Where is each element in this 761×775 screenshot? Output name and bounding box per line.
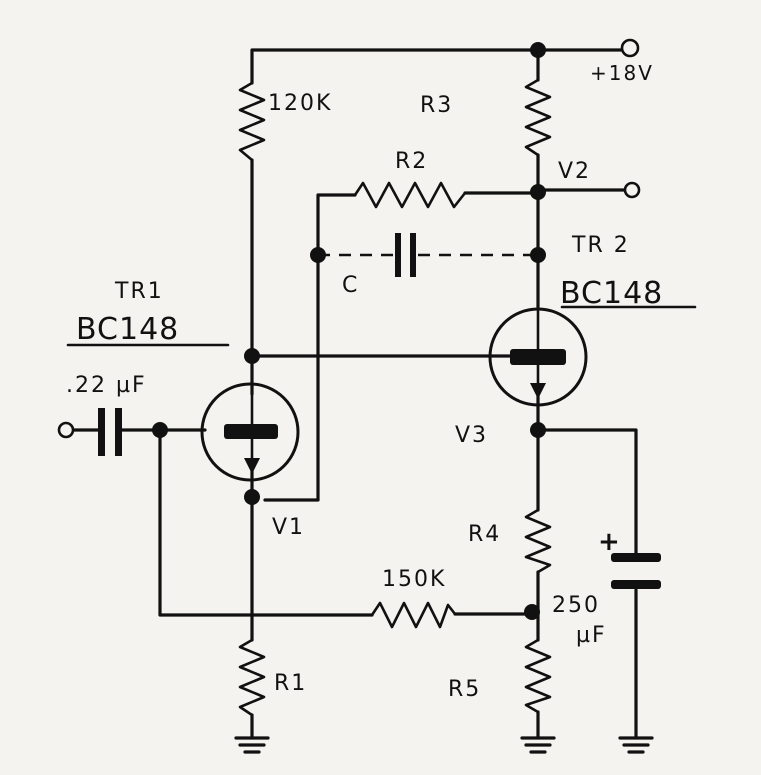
label-tr1: TR1 bbox=[114, 279, 164, 304]
transistor-tr1 bbox=[200, 382, 300, 482]
label-r1: R1 bbox=[274, 671, 307, 696]
label-tr2-type: BC148 bbox=[560, 276, 663, 311]
resistor-r4 bbox=[524, 508, 552, 574]
capacitor-250uf bbox=[611, 553, 661, 589]
resistor-r1 bbox=[238, 638, 266, 717]
label-cap-plus: + bbox=[598, 527, 622, 557]
ground-r5 bbox=[520, 736, 556, 754]
label-250: 250 bbox=[552, 593, 600, 618]
capacitor-c bbox=[395, 233, 416, 277]
label-v1: V1 bbox=[272, 515, 305, 540]
label-c: C bbox=[342, 273, 359, 298]
resistor-r3 bbox=[524, 78, 552, 157]
label-150k: 150K bbox=[382, 567, 446, 592]
label-supply: +18V bbox=[590, 61, 654, 85]
input-terminal bbox=[57, 421, 75, 439]
label-input-cap: .22 µF bbox=[66, 373, 147, 398]
v2-output-terminal bbox=[623, 181, 641, 199]
label-r3: R3 bbox=[420, 93, 453, 118]
label-tr1-type: BC148 bbox=[76, 312, 179, 347]
label-120k: 120K bbox=[268, 91, 332, 116]
supply-terminal bbox=[620, 38, 640, 58]
label-tr2: TR 2 bbox=[571, 233, 630, 258]
label-r2: R2 bbox=[395, 149, 428, 174]
ground-r1 bbox=[234, 736, 270, 754]
resistor-120k bbox=[238, 81, 266, 162]
resistor-150k bbox=[370, 601, 457, 629]
ground-cap bbox=[618, 736, 654, 754]
transistor-tr2 bbox=[488, 305, 588, 407]
label-v2: V2 bbox=[558, 159, 591, 184]
label-v3: V3 bbox=[455, 423, 488, 448]
label-uf: µF bbox=[576, 623, 607, 648]
resistor-r2 bbox=[353, 181, 467, 209]
resistor-r5 bbox=[524, 638, 552, 714]
label-r4: R4 bbox=[468, 522, 501, 547]
capacitor-input bbox=[98, 408, 122, 456]
wires bbox=[71, 48, 638, 740]
label-r5: R5 bbox=[448, 677, 481, 702]
junction-dots bbox=[152, 42, 546, 620]
